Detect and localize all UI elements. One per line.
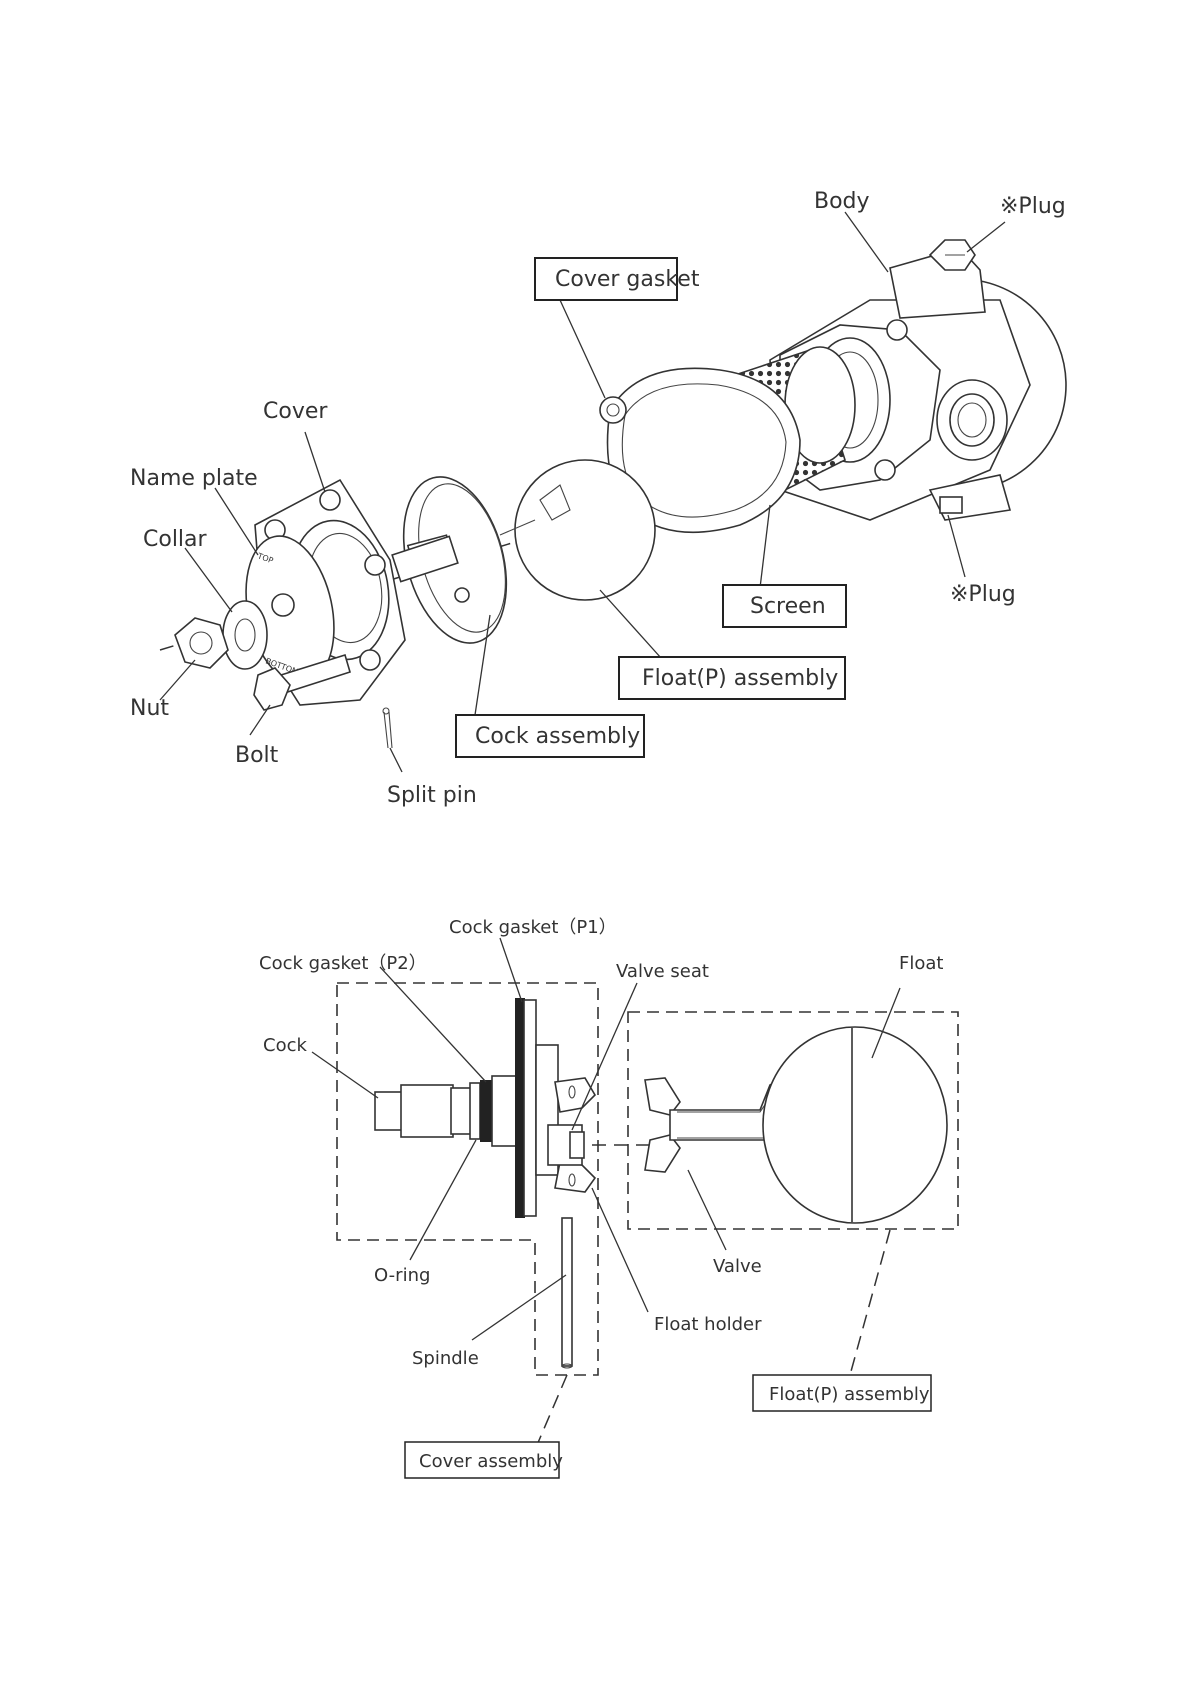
label-body: Body <box>814 189 870 214</box>
label-o-ring: O-ring <box>374 1265 430 1286</box>
nut-part <box>175 618 228 668</box>
label-cover: Cover <box>263 399 328 424</box>
label-float-p-assembly: Float(P) assembly <box>642 666 838 691</box>
split-pin-part <box>383 708 392 748</box>
collar-part <box>223 601 267 669</box>
exploded-view: TOP BOTTOM <box>130 189 1066 808</box>
label-cock-gasket-p2: Cock gasket（P2） <box>259 953 427 974</box>
cock-part <box>375 1076 517 1146</box>
float-part <box>515 460 655 600</box>
label-plug-top: ※Plug <box>1000 194 1066 219</box>
label-cover-gasket: Cover gasket <box>555 267 700 292</box>
label-collar: Collar <box>143 527 208 552</box>
label-float-holder: Float holder <box>654 1314 762 1335</box>
label-plug-bottom: ※Plug <box>950 582 1016 607</box>
label-screen: Screen <box>750 594 826 619</box>
label-nut: Nut <box>130 696 169 721</box>
label-split-pin: Split pin <box>387 783 477 808</box>
cock-flange-part <box>515 998 558 1218</box>
label-cock-gasket-p1: Cock gasket（P1） <box>449 917 617 938</box>
label-name-plate: Name plate <box>130 466 258 491</box>
label-cock: Cock <box>263 1035 307 1056</box>
label-cock-assembly: Cock assembly <box>475 724 640 749</box>
label-cover-assembly: Cover assembly <box>419 1451 563 1472</box>
label-bolt: Bolt <box>235 743 279 768</box>
detail-view: Cock gasket（P1） Cock gasket（P2） Valve se… <box>259 917 958 1478</box>
label-valve-seat: Valve seat <box>616 961 709 982</box>
label-valve: Valve <box>713 1256 762 1277</box>
label-float: Float <box>899 953 943 974</box>
label-float-p-assembly-detail: Float(P) assembly <box>769 1384 930 1405</box>
label-spindle: Spindle <box>412 1348 479 1369</box>
float-sphere-detail <box>763 1027 947 1223</box>
spindle-part <box>562 1218 572 1368</box>
